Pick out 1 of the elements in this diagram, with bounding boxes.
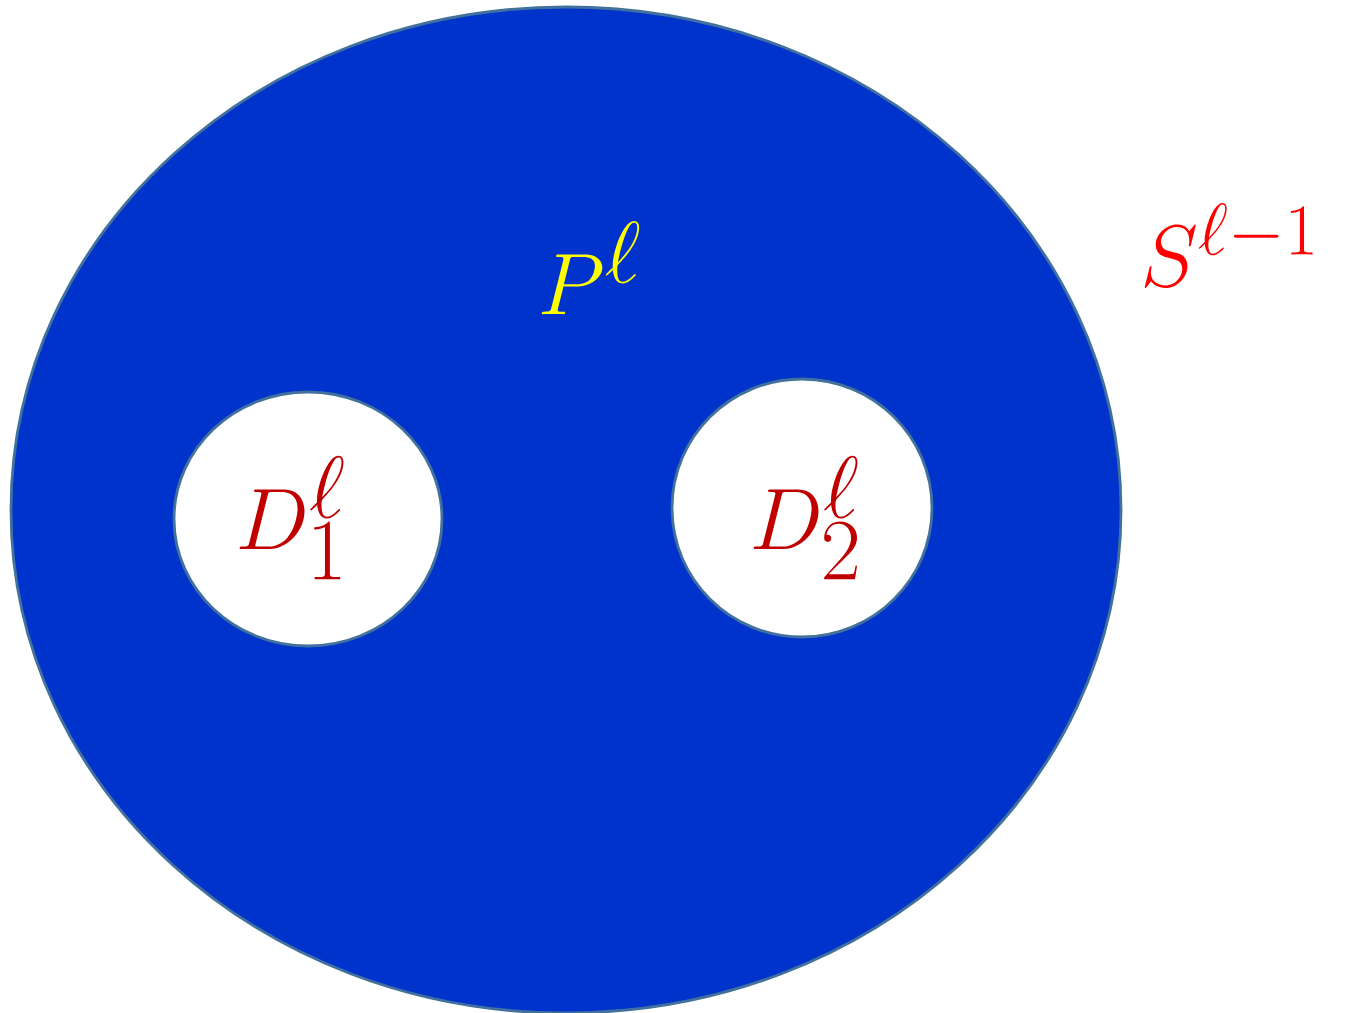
math-label: $S^{\ell-1}$ bbox=[1144, 203, 1313, 288]
